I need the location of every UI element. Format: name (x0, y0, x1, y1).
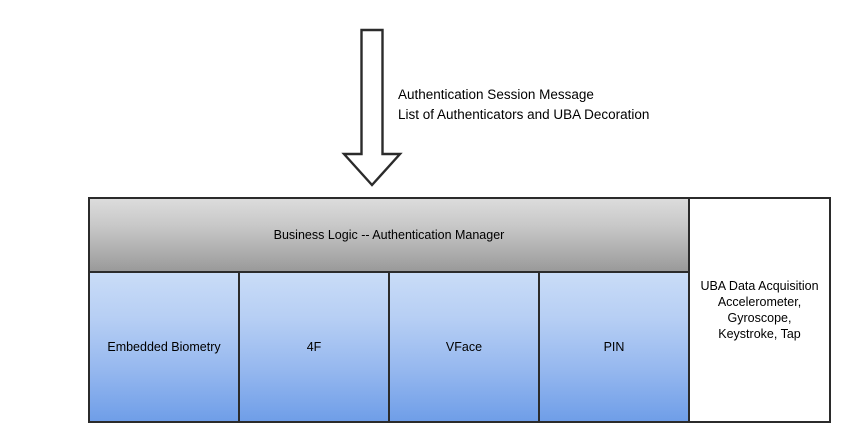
business-logic-label: Business Logic -- Authentication Manager (273, 228, 505, 242)
authenticator-cell-vface: VFace (390, 273, 540, 421)
uba-panel-label: UBA Data Acquisition Accelerometer, Gyro… (700, 279, 819, 341)
authenticator-cell-embedded-biometry: Embedded Biometry (90, 273, 240, 421)
authenticator-cell-4f: 4F (240, 273, 390, 421)
down-arrow-icon (338, 24, 408, 192)
authenticator-label: VFace (445, 340, 483, 354)
authenticator-label: Embedded Biometry (107, 340, 221, 354)
architecture-box: Business Logic -- Authentication Manager… (88, 197, 831, 423)
business-logic-bar: Business Logic -- Authentication Manager (90, 199, 688, 273)
authenticator-cell-pin: PIN (540, 273, 688, 421)
arrow-caption-line-2: List of Authenticators and UBA Decoratio… (398, 107, 650, 122)
arrow-caption-line-1: Authentication Session Message (398, 87, 594, 102)
uba-data-acquisition-panel: UBA Data Acquisition Accelerometer, Gyro… (690, 199, 829, 421)
authenticator-row: Embedded Biometry 4F VFace PIN (90, 273, 688, 421)
authentication-stack: Business Logic -- Authentication Manager… (90, 199, 690, 421)
authenticator-label: 4F (306, 340, 322, 354)
arrow-caption: Authentication Session Message List of A… (398, 85, 649, 125)
authenticator-label: PIN (603, 340, 625, 354)
